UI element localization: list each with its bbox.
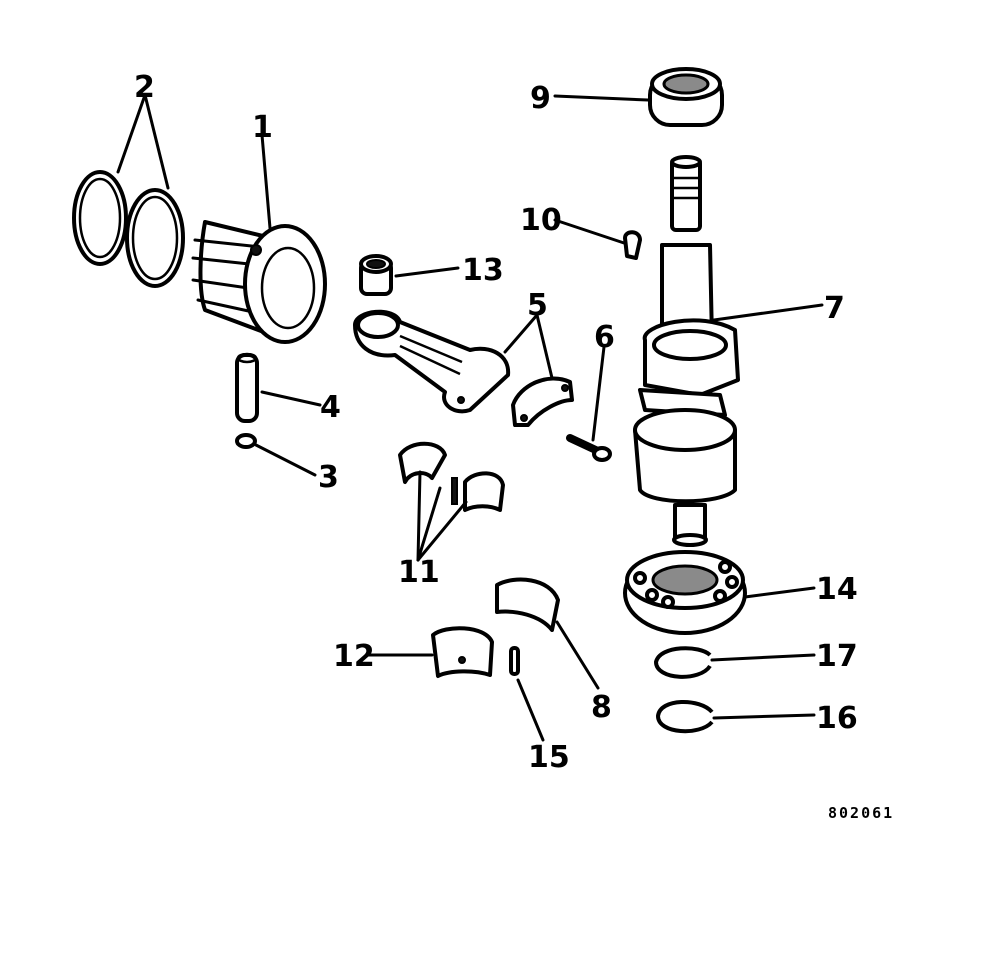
callout-11: 11 (398, 555, 440, 590)
retaining-ring-lower (656, 699, 714, 734)
callout-3: 3 (318, 460, 339, 495)
callout-16: 16 (816, 701, 858, 736)
rod-screw (566, 434, 612, 462)
callout-2: 2 (134, 70, 155, 105)
leader-lines (116, 93, 824, 742)
piston-rings (72, 170, 185, 288)
callout-17: 17 (816, 639, 858, 674)
crankshaft (633, 155, 740, 547)
callout-8: 8 (591, 690, 612, 725)
callout-5: 5 (527, 288, 548, 323)
callout-14: 14 (816, 572, 858, 607)
center-main-bearing (431, 626, 494, 678)
upper-needle-bearing (648, 67, 724, 127)
callout-9: 9 (530, 81, 551, 116)
retaining-ring-upper (654, 646, 712, 679)
woodruff-key (623, 230, 642, 260)
callout-4: 4 (320, 390, 341, 425)
rod-needle-bearing-cages (398, 441, 505, 512)
piston (191, 220, 327, 344)
lower-ball-bearing (623, 550, 747, 635)
retaining-ring (235, 433, 257, 449)
callout-12: 12 (333, 639, 375, 674)
callout-7: 7 (824, 291, 845, 326)
figure-code: 802061 (828, 804, 894, 822)
callout-1: 1 (252, 110, 273, 145)
piston-pin (235, 352, 259, 423)
callout-15: 15 (528, 740, 570, 775)
wrist-pin-bearing (359, 254, 393, 296)
connecting-rod-and-cap (353, 309, 574, 427)
main-bearing-half (495, 577, 560, 632)
callout-10: 10 (520, 203, 562, 238)
callout-6: 6 (594, 320, 615, 355)
dowel-pin (509, 646, 520, 676)
callout-13: 13 (462, 253, 504, 288)
